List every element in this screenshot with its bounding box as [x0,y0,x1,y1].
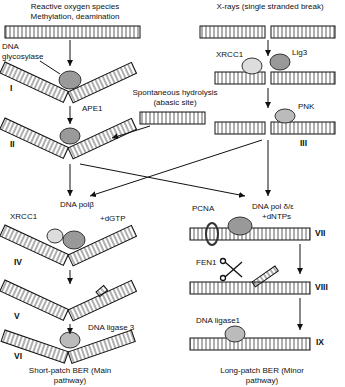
protein-label: XRCC1 [10,212,37,222]
scissors-symbol [221,259,226,264]
scissors-symbol [221,259,243,281]
dna-strand [271,122,335,134]
step-number: VI [14,352,22,362]
step-arrow [300,298,301,330]
dna-strand [215,72,265,84]
dna-strand [0,280,68,320]
dna-strand [190,282,310,294]
step-number: VII [315,229,325,239]
protein-blob [206,223,218,245]
step-arrow [300,244,301,274]
step-number: V [14,312,20,322]
dna-strand [190,338,310,350]
step-number: I [10,84,12,94]
protein-label: PNK [298,102,314,112]
source-note: Spontaneous hydrolysis (abasic site) [125,88,225,107]
protein-blob [270,54,290,70]
dna-strand [0,26,335,363]
source-note: Reactive oxygen species Methylation, dea… [15,2,135,21]
protein-blob [275,109,295,123]
dna-strand [252,266,278,287]
step-arrow [268,40,269,56]
protein-label: XRCC1 [216,50,243,60]
step-arrow [70,106,71,124]
protein-blob [59,71,81,89]
protein-blob [63,231,85,249]
step-arrow [112,126,150,138]
protein-blob [60,128,80,144]
step-arrow [268,88,269,108]
scissors-symbol [225,262,242,277]
protein-label: +dNTPs [262,212,291,222]
step-arrow [268,140,269,196]
step-arrow [70,40,300,334]
protein-label: DNA ligase 3 [88,323,134,333]
step-number: II [10,140,15,150]
protein-label: Lig3 [292,48,307,58]
protein-label: PCNA [192,204,214,214]
scissors-symbol [221,276,226,281]
step-arrow [70,324,71,334]
dna-strand [0,225,68,265]
step-number: IX [316,338,324,348]
step-arrow [70,40,71,66]
source-note: X-rays (single stranded break) [210,2,330,12]
dna-strand [200,26,265,38]
protein-blob [47,229,63,243]
step-arrow [70,270,71,284]
dna-strand [271,26,335,38]
protein-label: APE1 [82,104,102,114]
dna-strand [215,122,265,134]
step-number: VIII [315,283,328,293]
pathway-caption: Long-patch BER (Minor pathway) [220,366,304,385]
step-number: III [300,139,307,149]
dna-strand [140,112,205,124]
dna-strand [1,330,68,363]
step-arrow [70,164,71,196]
protein-blob [225,326,245,342]
protein-blob [40,61,60,74]
dna-strand [68,280,137,320]
protein-blob [228,217,252,235]
protein-label: DNA glycosylase [2,42,52,61]
step-number: IV [14,258,22,268]
protein-blob [60,332,80,348]
dna-strand [0,118,68,158]
protein-label: DNA polβ [60,200,94,210]
pathway-caption: Short-patch BER (Main pathway) [28,366,112,385]
dna-strand [271,72,335,84]
dna-strand [96,286,108,297]
dna-strand [0,62,68,102]
protein-label: +dGTP [100,214,126,224]
protein-blob [242,58,262,74]
protein-label: DNA pol δ/ε [252,202,294,212]
protein-blob [40,54,295,348]
protein-label: DNA ligase1 [196,316,240,326]
step-arrow [90,140,262,196]
dna-strand [5,26,140,38]
scissors-symbol [225,262,242,277]
protein-label: FEN1 [196,258,216,268]
